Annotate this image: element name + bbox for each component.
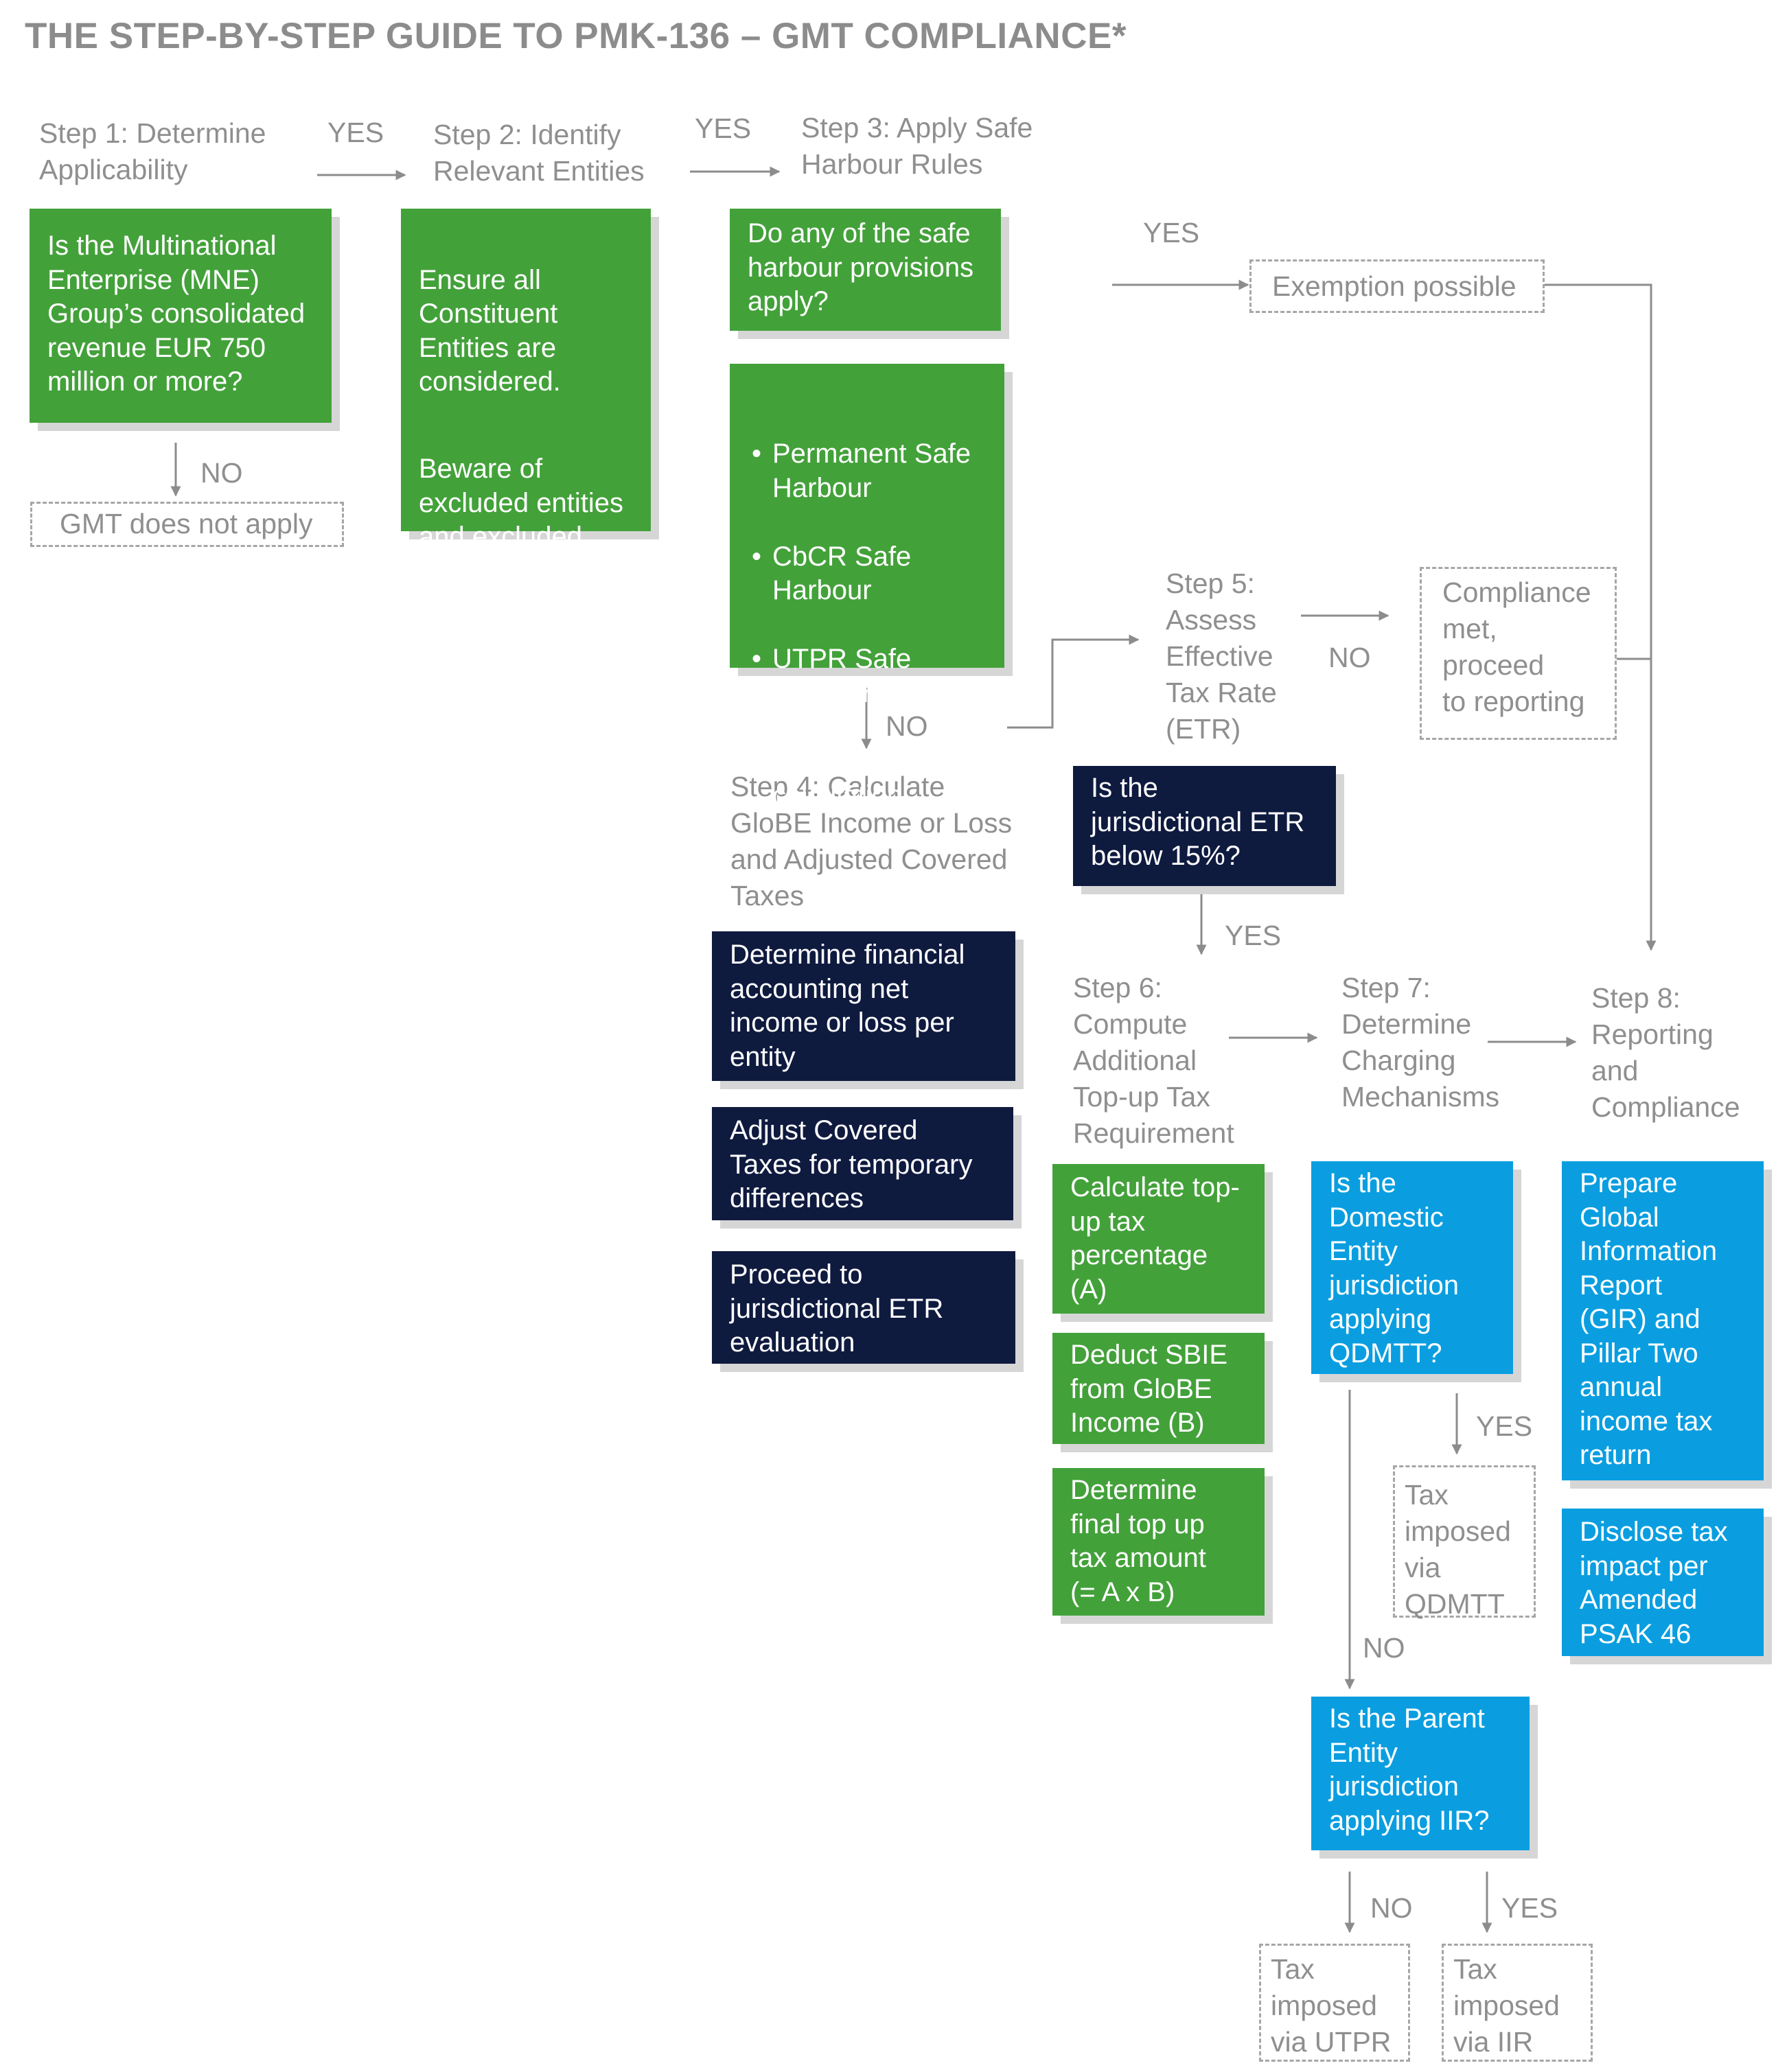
label-no-qdmtt: NO [1363,1632,1405,1664]
relevant-entities-box: Ensure all Constituent Entities are cons… [401,209,651,586]
disclose-psak-box: Disclose tax impact per Amended PSAK 46 [1562,1509,1764,1656]
step-1-heading: Step 1: Determine Applicability [39,117,266,185]
safe-harbour-item: UTPR Safe Harbour [748,642,987,710]
revenue-question-box: Is the Multinational Enterprise (MNE) Gr… [30,209,332,423]
label-no-iir: NO [1370,1892,1413,1924]
constituent-entities-text: Ensure all Constituent Entities are cons… [419,264,561,397]
label-yes-step1: YES [327,117,384,148]
exemption-outcome: Exemption possible [1249,259,1545,313]
label-no-etr: NO [1328,642,1371,673]
adjust-taxes-box: Adjust Covered Taxes for temporary diffe… [712,1107,1013,1220]
safe-harbour-item: CbCR Safe Harbour [748,540,987,608]
safe-harbour-item: Permanent Safe Harbour [748,437,987,505]
proceed-etr-box: Proceed to jurisdictional ETR evaluation [712,1251,1015,1364]
label-yes-qdmtt: YES [1476,1410,1533,1442]
compliance-met-outcome: Compliance met, proceed to reporting [1420,567,1617,740]
arrow-to-step5 [1007,634,1140,729]
topup-percentage-box: Calculate top- up tax percentage (A) [1052,1164,1265,1314]
step-5-heading: Step 5: Assess Effective Tax Rate (ETR) [1166,568,1277,745]
final-topup-box: Determine final top up tax amount (= A x… [1052,1468,1265,1616]
page-title: THE STEP-BY-STEP GUIDE TO PMK-136 – GMT … [25,16,1127,56]
etr-question-box: Is the jurisdictional ETR below 15%? [1073,766,1336,886]
tax-iir-outcome: Tax imposed via IIR [1442,1944,1593,2062]
iir-question-box: Is the Parent Entity jurisdiction applyi… [1311,1697,1530,1850]
safe-harbour-question-box: Do any of the safe harbour provisions ap… [730,209,1001,331]
step-7-heading: Step 7: Determine Charging Mechanisms [1341,972,1500,1113]
prepare-gir-box: Prepare Global Information Report (GIR) … [1562,1161,1764,1480]
label-yes-safe-harbour: YES [1143,217,1200,248]
financial-income-box: Determine financial accounting net incom… [712,931,1015,1081]
safe-harbour-item: Simplified calculation [748,745,987,813]
label-no-safe-harbour: NO [886,710,928,742]
deduct-sbie-box: Deduct SBIE from GloBE Income (B) [1052,1333,1265,1444]
label-yes-etr: YES [1225,920,1282,951]
safe-harbour-list-box: Permanent Safe Harbour CbCR Safe Harbour… [730,364,1004,811]
label-no-revenue: NO [200,457,243,489]
step-8-heading: Step 8: Reporting and Compliance [1591,982,1740,1123]
excluded-entities-text: Beware of excluded entities and excluded… [419,454,623,586]
qdmtt-question-box: Is the Domestic Entity jurisdiction appl… [1311,1161,1513,1374]
label-yes-iir: YES [1501,1892,1558,1924]
tax-utpr-outcome: Tax imposed via UTPR [1259,1944,1410,2062]
tax-qdmtt-outcome: Tax imposed via QDMTT [1393,1465,1536,1620]
step-3-heading: Step 3: Apply Safe Harbour Rules [801,112,1033,180]
step-2-heading: Step 2: Identify Relevant Entities [433,119,645,187]
gmt-not-apply-outcome: GMT does not apply [30,502,344,547]
step-6-heading: Step 6: Compute Additional Top-up Tax Re… [1073,972,1234,1149]
label-yes-step2: YES [695,113,752,144]
